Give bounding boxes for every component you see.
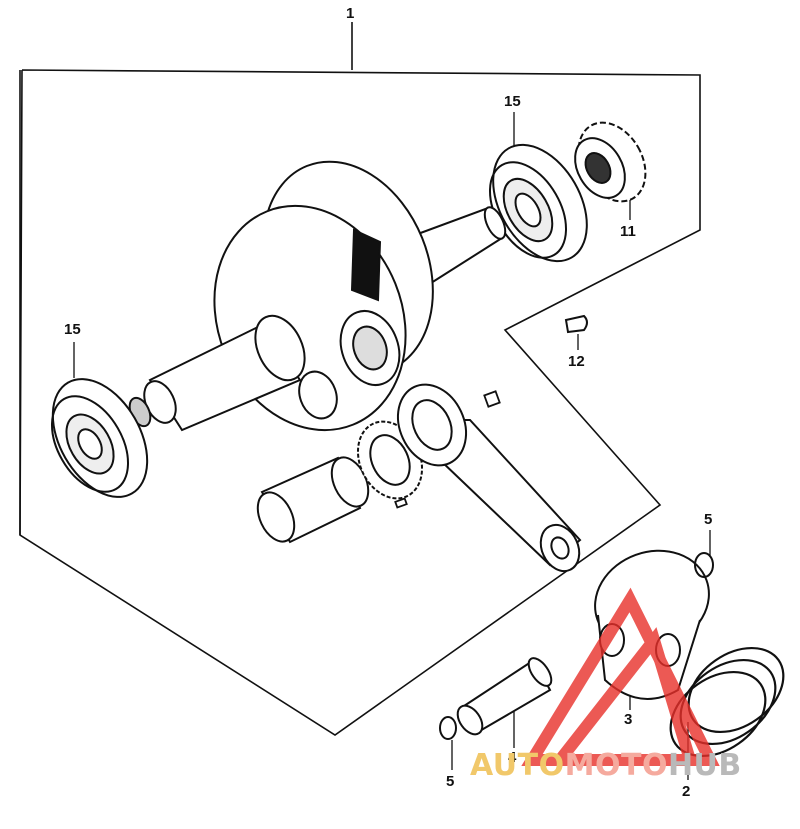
callout-bearing-left: 15 (64, 321, 81, 338)
callout-clip-left: 5 (446, 773, 455, 790)
watermark-part2: MOTO (564, 748, 668, 783)
timing-sprocket (574, 121, 647, 203)
watermark-part3: HUB (667, 748, 742, 783)
small-pins (394, 390, 501, 509)
crank-pin (256, 456, 370, 544)
woodruff-key (564, 314, 588, 334)
callout-sprocket: 11 (620, 223, 636, 240)
callout-rings: 2 (682, 783, 691, 800)
main-bearing-right (489, 143, 588, 263)
callout-key: 12 (568, 353, 585, 370)
connecting-rod (396, 383, 582, 573)
callout-piston: 3 (624, 711, 633, 728)
callout-bearing-right: 15 (504, 93, 521, 110)
callout-pin: 4 (508, 749, 517, 766)
callout-clip-right: 5 (704, 511, 713, 528)
crank-shaft-left (128, 314, 306, 432)
main-bearing-left (51, 378, 149, 498)
assembly-outline (19, 22, 701, 736)
watermark-part1: AUTO (470, 748, 565, 783)
watermark-logo-icon (521, 587, 720, 766)
watermark-text: AUTOMOTOHUB (470, 748, 742, 783)
circlip-left (439, 716, 457, 740)
circlip-right (694, 552, 714, 578)
piston-pin (456, 657, 553, 736)
callout-assembly: 1 (346, 5, 355, 22)
